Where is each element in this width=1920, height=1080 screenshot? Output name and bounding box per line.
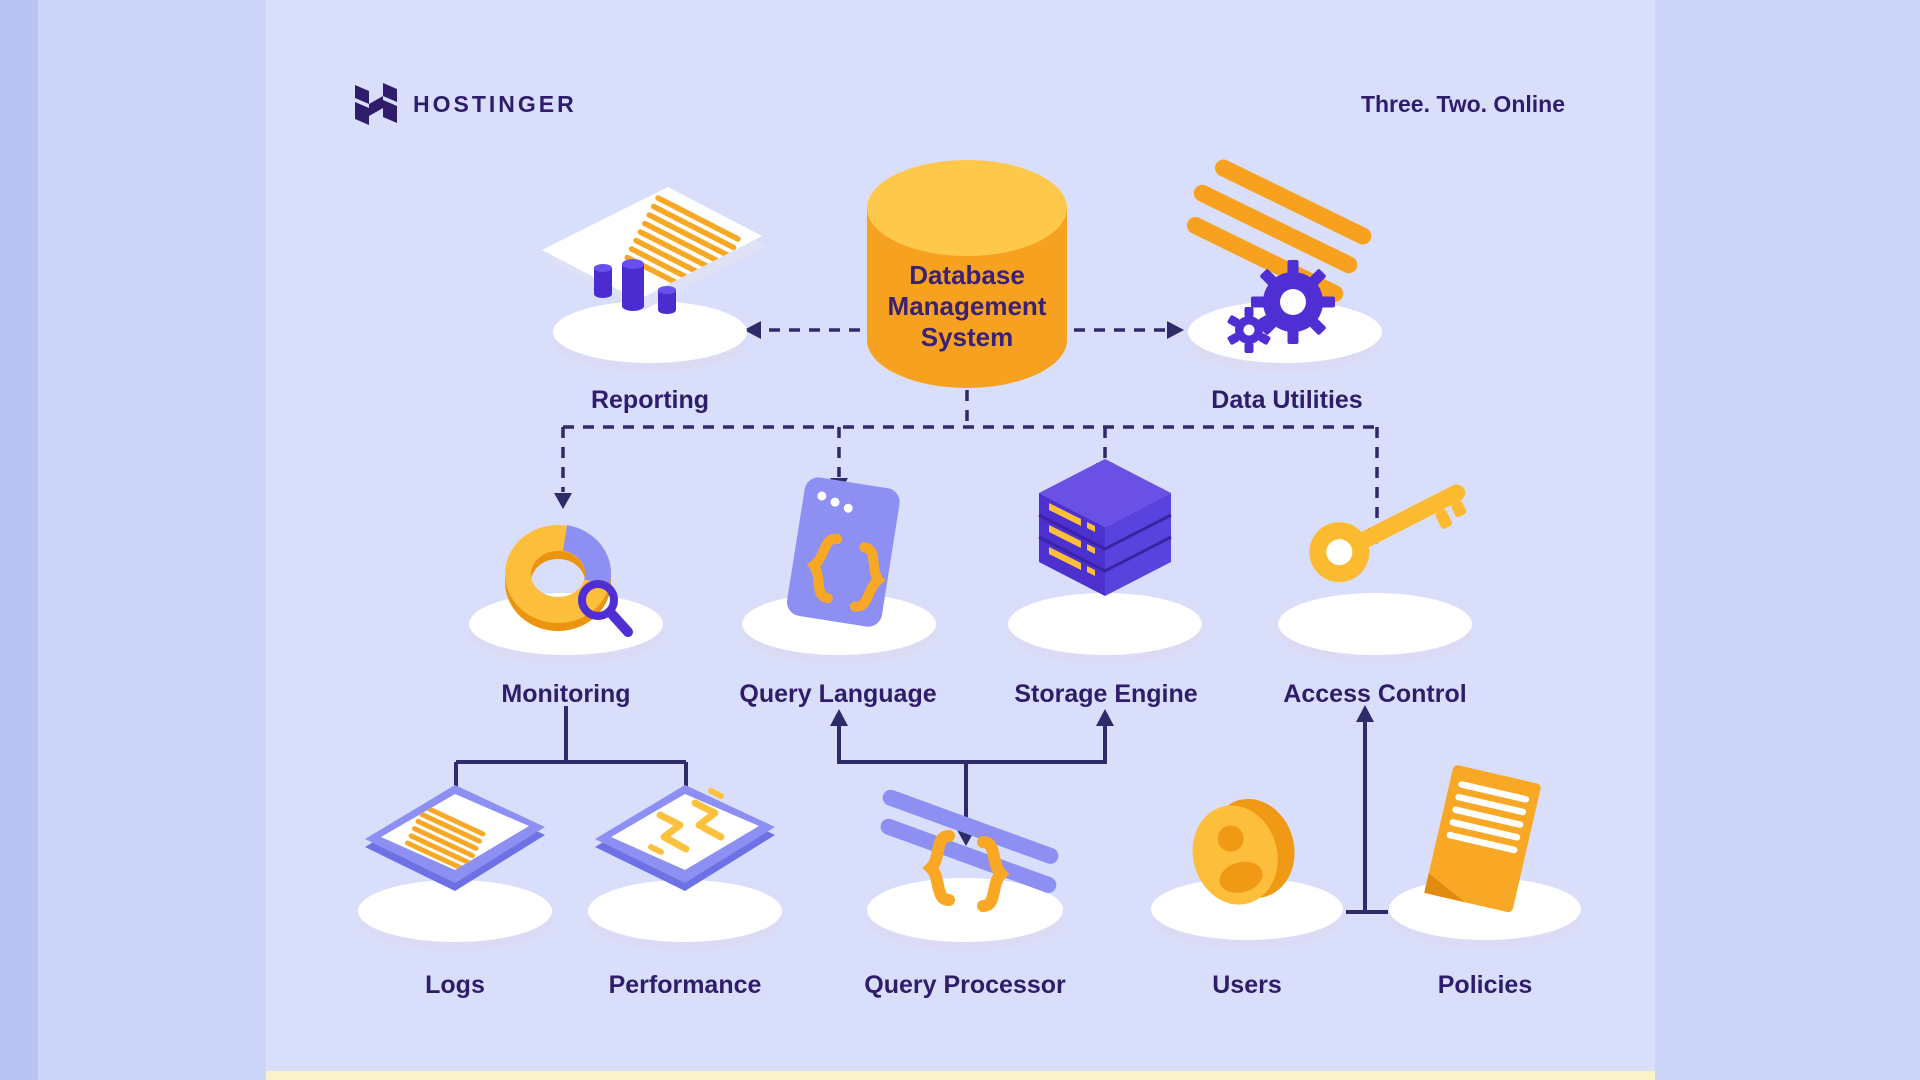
brand-tagline: Three. Two. Online: [1360, 91, 1565, 117]
code-braces-icon: [806, 533, 886, 612]
label-policies: Policies: [1437, 971, 1533, 999]
users-icon: [1151, 798, 1343, 949]
brand-header: HOSTINGER: [353, 80, 577, 128]
node-users: [1127, 649, 1367, 949]
zigzag-marks: [648, 788, 725, 855]
label-access-control: Access Control: [1283, 680, 1467, 708]
dbms-cylinder: [867, 160, 1067, 388]
reporting-icon: [542, 187, 768, 372]
dashed-edges: [561, 328, 1379, 527]
dbms-title-line1: Database: [909, 260, 1025, 290]
brand-name: HOSTINGER: [413, 90, 577, 117]
storage-engine-icon: [1008, 459, 1202, 664]
query-processor-icon: [867, 789, 1063, 951]
code-braces-icon: [922, 830, 1010, 912]
label-performance: Performance: [608, 971, 762, 999]
node-query-processor: [845, 650, 1085, 951]
performance-icon: [588, 785, 782, 951]
data-utilities-icon: [1186, 159, 1382, 372]
label-storage-engine: Storage Engine: [1014, 680, 1198, 708]
monitoring-icon: [469, 525, 663, 664]
node-reporting: [530, 72, 770, 372]
logs-icon: [358, 785, 552, 951]
edge-query-processor-bus: [837, 726, 1107, 764]
label-query-language: Query Language: [739, 680, 937, 708]
label-users: Users: [1212, 971, 1282, 999]
label-logs: Logs: [425, 971, 485, 999]
label-data-utilities: Data Utilities: [1211, 386, 1363, 414]
query-language-icon: [742, 477, 936, 664]
label-query-processor: Query Processor: [864, 971, 1066, 999]
person-disc: [1192, 798, 1295, 905]
node-access-control: [1255, 364, 1495, 664]
server-lights: [1049, 503, 1095, 576]
node-data-utilities: [1165, 72, 1405, 372]
hostinger-logo-icon: [355, 83, 397, 125]
label-reporting: Reporting: [590, 386, 710, 414]
node-query-language: [719, 364, 959, 664]
left-edge-band: [0, 0, 38, 1080]
node-storage-engine: [985, 364, 1225, 664]
gear-icon: [1251, 260, 1335, 344]
magnifier-icon: [578, 580, 633, 637]
dbms-title-line2: Management: [887, 291, 1047, 321]
bottom-cream-strip: [266, 1071, 1655, 1080]
policies-icon: [1389, 765, 1581, 949]
small-gear-icon: [1227, 307, 1271, 353]
node-monitoring: [446, 364, 686, 664]
node-logs: [335, 651, 575, 951]
label-monitoring: Monitoring: [501, 680, 631, 708]
key-icon: [1309, 484, 1467, 583]
dbms-title: Database Management System: [842, 260, 1092, 353]
document-sheet: [1424, 765, 1541, 913]
node-policies: [1365, 649, 1605, 949]
access-control-icon: [1278, 484, 1472, 664]
node-performance: [565, 651, 805, 951]
bar-chart-cylinders: [594, 259, 676, 314]
dbms-title-line3: System: [920, 322, 1014, 352]
